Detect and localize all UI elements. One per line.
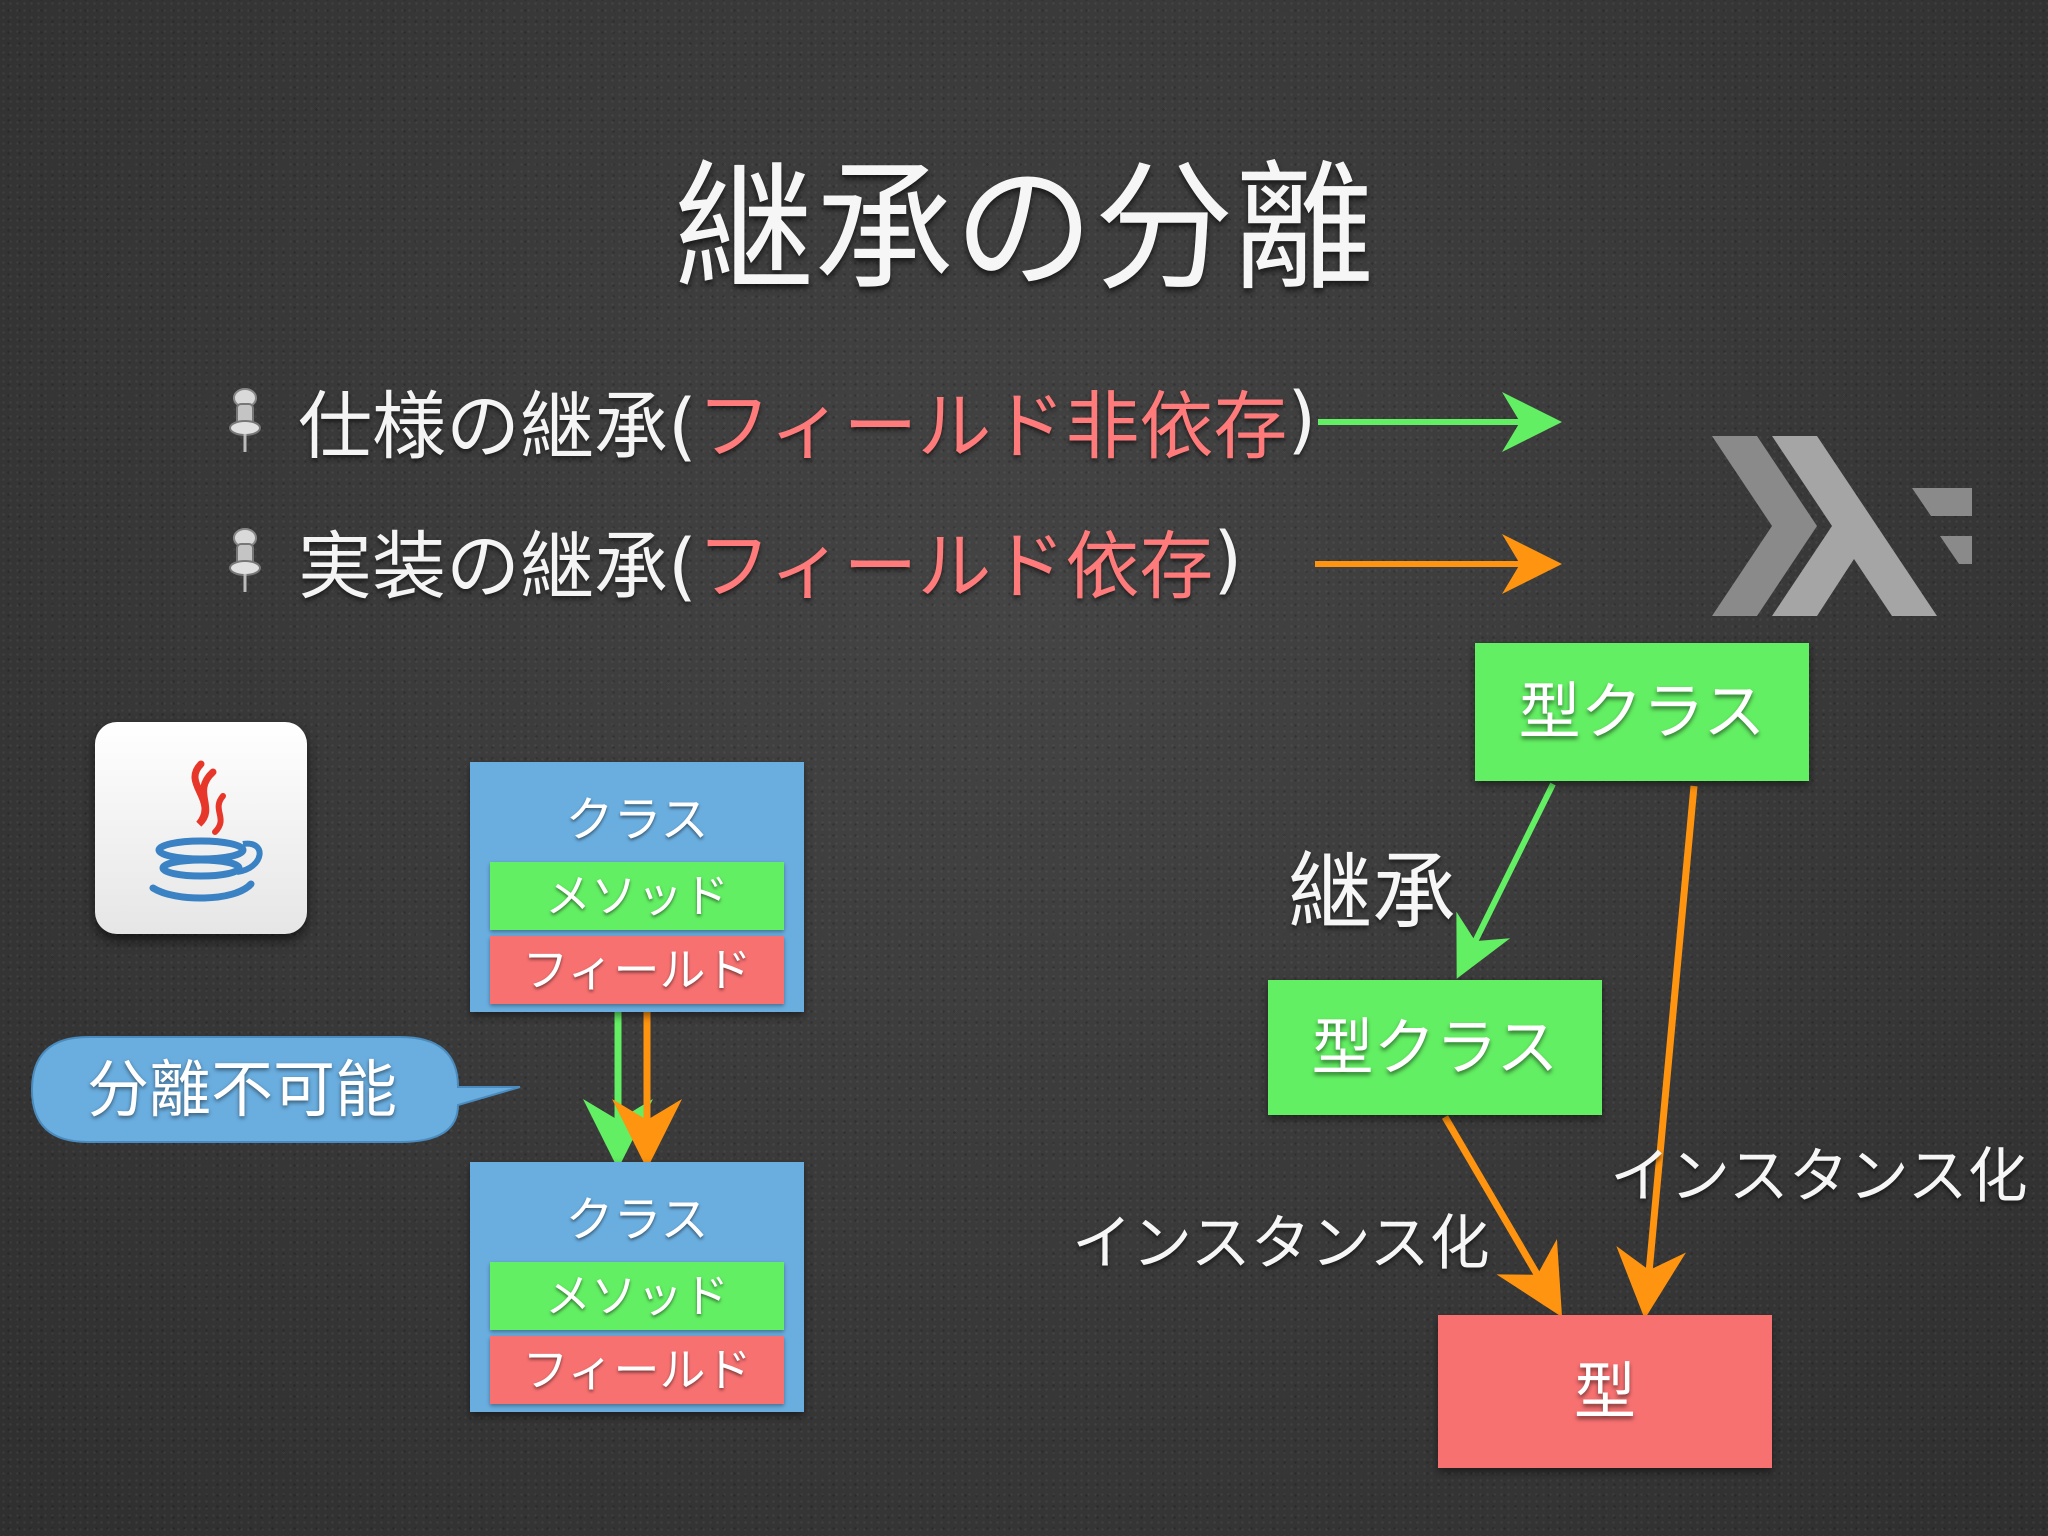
- java-class-box-1: クラス メソッド フィールド: [470, 762, 804, 1012]
- instance-label-right: インスタンス化: [1610, 1142, 2028, 1212]
- callout-text: 分離不可能: [86, 1053, 397, 1126]
- class-label: クラス: [565, 792, 709, 848]
- bullet-2-prefix: 実装の継承(: [298, 523, 697, 610]
- pushpin-icon: [229, 388, 261, 452]
- bullet-1-suffix: ): [1287, 377, 1317, 463]
- inherit-label: 継承: [1288, 843, 1457, 941]
- bullet-2-highlight: フィールド依存: [696, 523, 1214, 610]
- bullet-impl-inheritance: 実装の継承(フィールド依存): [220, 515, 1243, 610]
- haskell-inherit-arrow: [1456, 782, 1556, 979]
- callout-bubble: [30, 1036, 521, 1143]
- method-box: メソッド: [490, 1262, 784, 1330]
- typeclass-box-child: 型クラス: [1268, 980, 1602, 1115]
- type-box: 型: [1438, 1315, 1772, 1468]
- java-class-box-2: クラス メソッド フィールド: [470, 1162, 804, 1412]
- pushpin-icon: [229, 528, 261, 592]
- haskell-instance-arrow-1: [1441, 1115, 1563, 1318]
- bullet-spec-inheritance: 仕様の継承(フィールド非依存): [220, 375, 1317, 470]
- typeclass-box-parent: 型クラス: [1475, 643, 1809, 781]
- bullet-1-highlight: フィールド非依存: [696, 383, 1288, 470]
- instance-label-left: インスタンス化: [1072, 1209, 1490, 1279]
- method-box: メソッド: [490, 862, 784, 930]
- field-box: フィールド: [490, 936, 784, 1004]
- bullet-2-suffix: ): [1213, 517, 1243, 603]
- bullet-1-prefix: 仕様の継承(: [298, 383, 697, 470]
- slide-title: 継承の分離: [673, 148, 1374, 311]
- class-label: クラス: [565, 1192, 709, 1248]
- java-logo-icon: [95, 722, 307, 934]
- haskell-logo-icon: [1712, 436, 1972, 616]
- haskell-instance-arrow-2: [1616, 785, 1698, 1319]
- field-box: フィールド: [490, 1336, 784, 1404]
